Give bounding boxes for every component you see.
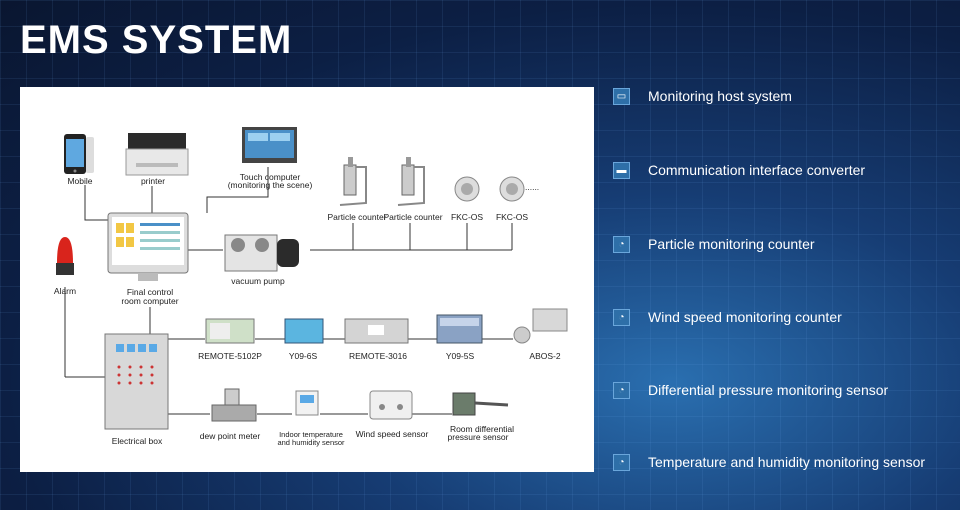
wind-sensor-icon bbox=[369, 390, 413, 420]
label-particle-counter-a: Particle counter bbox=[327, 212, 386, 222]
label-alarm: Alarm bbox=[54, 286, 76, 296]
feature-label: Differential pressure monitoring sensor bbox=[648, 382, 889, 398]
label-particle-counter-b: Particle counter bbox=[383, 212, 442, 222]
label-touch-computer-sub: (monitoring the scene) bbox=[228, 180, 313, 190]
label-mobile: Mobile bbox=[67, 176, 92, 186]
chat-icon: ▬ bbox=[613, 161, 630, 179]
label-indoor-temp-sub: and humidity sensor bbox=[277, 438, 345, 447]
label-dew-point-meter: dew point meter bbox=[200, 431, 261, 441]
fkc-sensor-icon bbox=[499, 176, 525, 202]
particle-counter-icon bbox=[339, 157, 367, 206]
connection-lines bbox=[64, 167, 513, 415]
label-y09-6s: Y09-6S bbox=[289, 351, 318, 361]
feature-label: Wind speed monitoring counter bbox=[648, 309, 842, 325]
alarm-light-icon bbox=[56, 237, 74, 275]
label-vacuum-pump: vacuum pump bbox=[231, 276, 285, 286]
gauge-icon: ◔ bbox=[613, 453, 630, 471]
page-title: EMS SYSTEM bbox=[20, 18, 293, 62]
printer-icon bbox=[125, 133, 189, 176]
gauge-icon: ◔ bbox=[613, 381, 630, 399]
label-y09-5s: Y09-5S bbox=[446, 351, 475, 361]
label-fkc-os-b: FKC-OS bbox=[496, 212, 528, 222]
label-printer: printer bbox=[141, 176, 165, 186]
feature-label: Monitoring host system bbox=[648, 88, 792, 104]
label-fkc-os-a: FKC-OS bbox=[451, 212, 483, 222]
label-room-diff-sub: pressure sensor bbox=[448, 432, 509, 442]
feature-label: Particle monitoring counter bbox=[648, 236, 815, 252]
abos-sensor-icon bbox=[513, 308, 568, 344]
label-abos-2: ABOS-2 bbox=[529, 351, 560, 361]
mobile-phone-icon bbox=[64, 134, 94, 174]
feature-label: Communication interface converter bbox=[648, 162, 866, 178]
label-indoor-temp: Indoor temperature bbox=[279, 430, 343, 439]
fkc-sensor-icon bbox=[454, 176, 480, 202]
control-computer-icon bbox=[107, 212, 189, 281]
line-touch bbox=[206, 167, 269, 213]
label-room-diff: Room differential bbox=[450, 424, 514, 434]
label-more: ...... bbox=[525, 182, 539, 192]
monitor-icon: ▭ bbox=[613, 87, 630, 105]
remote-module-icon bbox=[205, 318, 255, 344]
electrical-box-icon bbox=[104, 333, 169, 430]
line-mobile bbox=[84, 185, 108, 221]
label-wind-speed-sensor: Wind speed sensor bbox=[356, 429, 429, 439]
label-final-control-sub: room computer bbox=[121, 296, 178, 306]
feature-item: ◔ Differential pressure monitoring senso… bbox=[613, 381, 888, 399]
pressure-sensor-icon bbox=[452, 392, 509, 416]
feature-item: ◔ Temperature and humidity monitoring se… bbox=[613, 453, 925, 471]
label-remote-5102p: REMOTE-5102P bbox=[198, 351, 262, 361]
feature-item: ◔ Particle monitoring counter bbox=[613, 235, 815, 253]
label-electrical-box: Electrical box bbox=[112, 436, 163, 446]
y09-module-icon bbox=[284, 318, 324, 344]
vacuum-pump-icon bbox=[224, 234, 299, 272]
gauge-icon: ◔ bbox=[613, 308, 630, 326]
system-diagram-panel: Mobile printer Touch computer (monitorin… bbox=[20, 87, 594, 472]
feature-item: ▬ Communication interface converter bbox=[613, 161, 865, 179]
dew-point-meter-icon bbox=[211, 388, 257, 422]
thermometer-sensor-icon bbox=[295, 390, 319, 416]
particle-counter-icon bbox=[397, 157, 425, 206]
remote-module-icon bbox=[344, 318, 409, 344]
gauge-icon: ◔ bbox=[613, 235, 630, 253]
y09-module-icon bbox=[436, 314, 483, 344]
label-final-control: Final control bbox=[127, 287, 173, 297]
label-remote-3016: REMOTE-3016 bbox=[349, 351, 407, 361]
feature-item: ▭ Monitoring host system bbox=[613, 87, 792, 105]
label-touch-computer: Touch computer bbox=[240, 172, 301, 182]
touch-computer-icon bbox=[242, 127, 297, 163]
system-diagram: Mobile printer Touch computer (monitorin… bbox=[54, 127, 568, 447]
feature-label: Temperature and humidity monitoring sens… bbox=[648, 454, 926, 470]
feature-item: ◔ Wind speed monitoring counter bbox=[613, 308, 842, 326]
